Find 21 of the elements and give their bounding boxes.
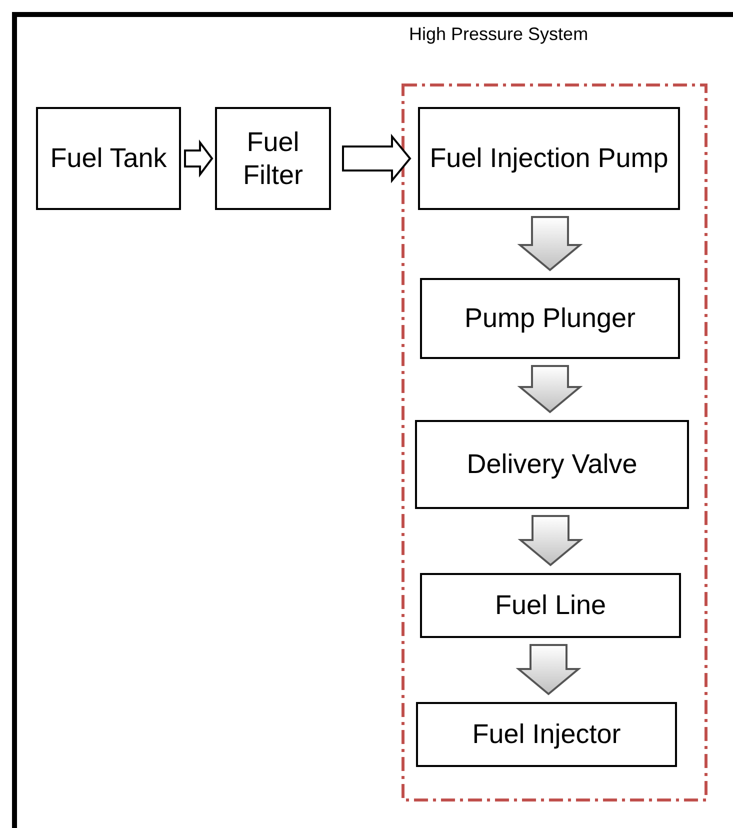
- process-box: [420, 278, 680, 359]
- box-label: Delivery Valve: [466, 448, 638, 481]
- process-box: [415, 420, 689, 509]
- process-box: [36, 107, 181, 210]
- process-box: [416, 702, 677, 767]
- block-arrow: [184, 140, 214, 178]
- block-arrow: [517, 365, 583, 414]
- block-arrow: [517, 216, 583, 272]
- box-label: Fuel Injection Pump: [430, 142, 668, 175]
- process-box: [420, 573, 681, 638]
- block-arrow: [342, 134, 412, 184]
- box-label: Fuel Tank: [50, 142, 167, 175]
- box-label: Fuel Line: [494, 589, 606, 622]
- box-label: Fuel Filter: [242, 126, 304, 191]
- process-box: [418, 107, 680, 210]
- box-label: Fuel Injector: [472, 718, 621, 751]
- block-arrow: [516, 644, 582, 696]
- box-label: Pump Plunger: [464, 302, 636, 335]
- block-arrow: [518, 515, 584, 566]
- group-title: High Pressure System: [409, 24, 588, 45]
- process-box: [215, 107, 331, 210]
